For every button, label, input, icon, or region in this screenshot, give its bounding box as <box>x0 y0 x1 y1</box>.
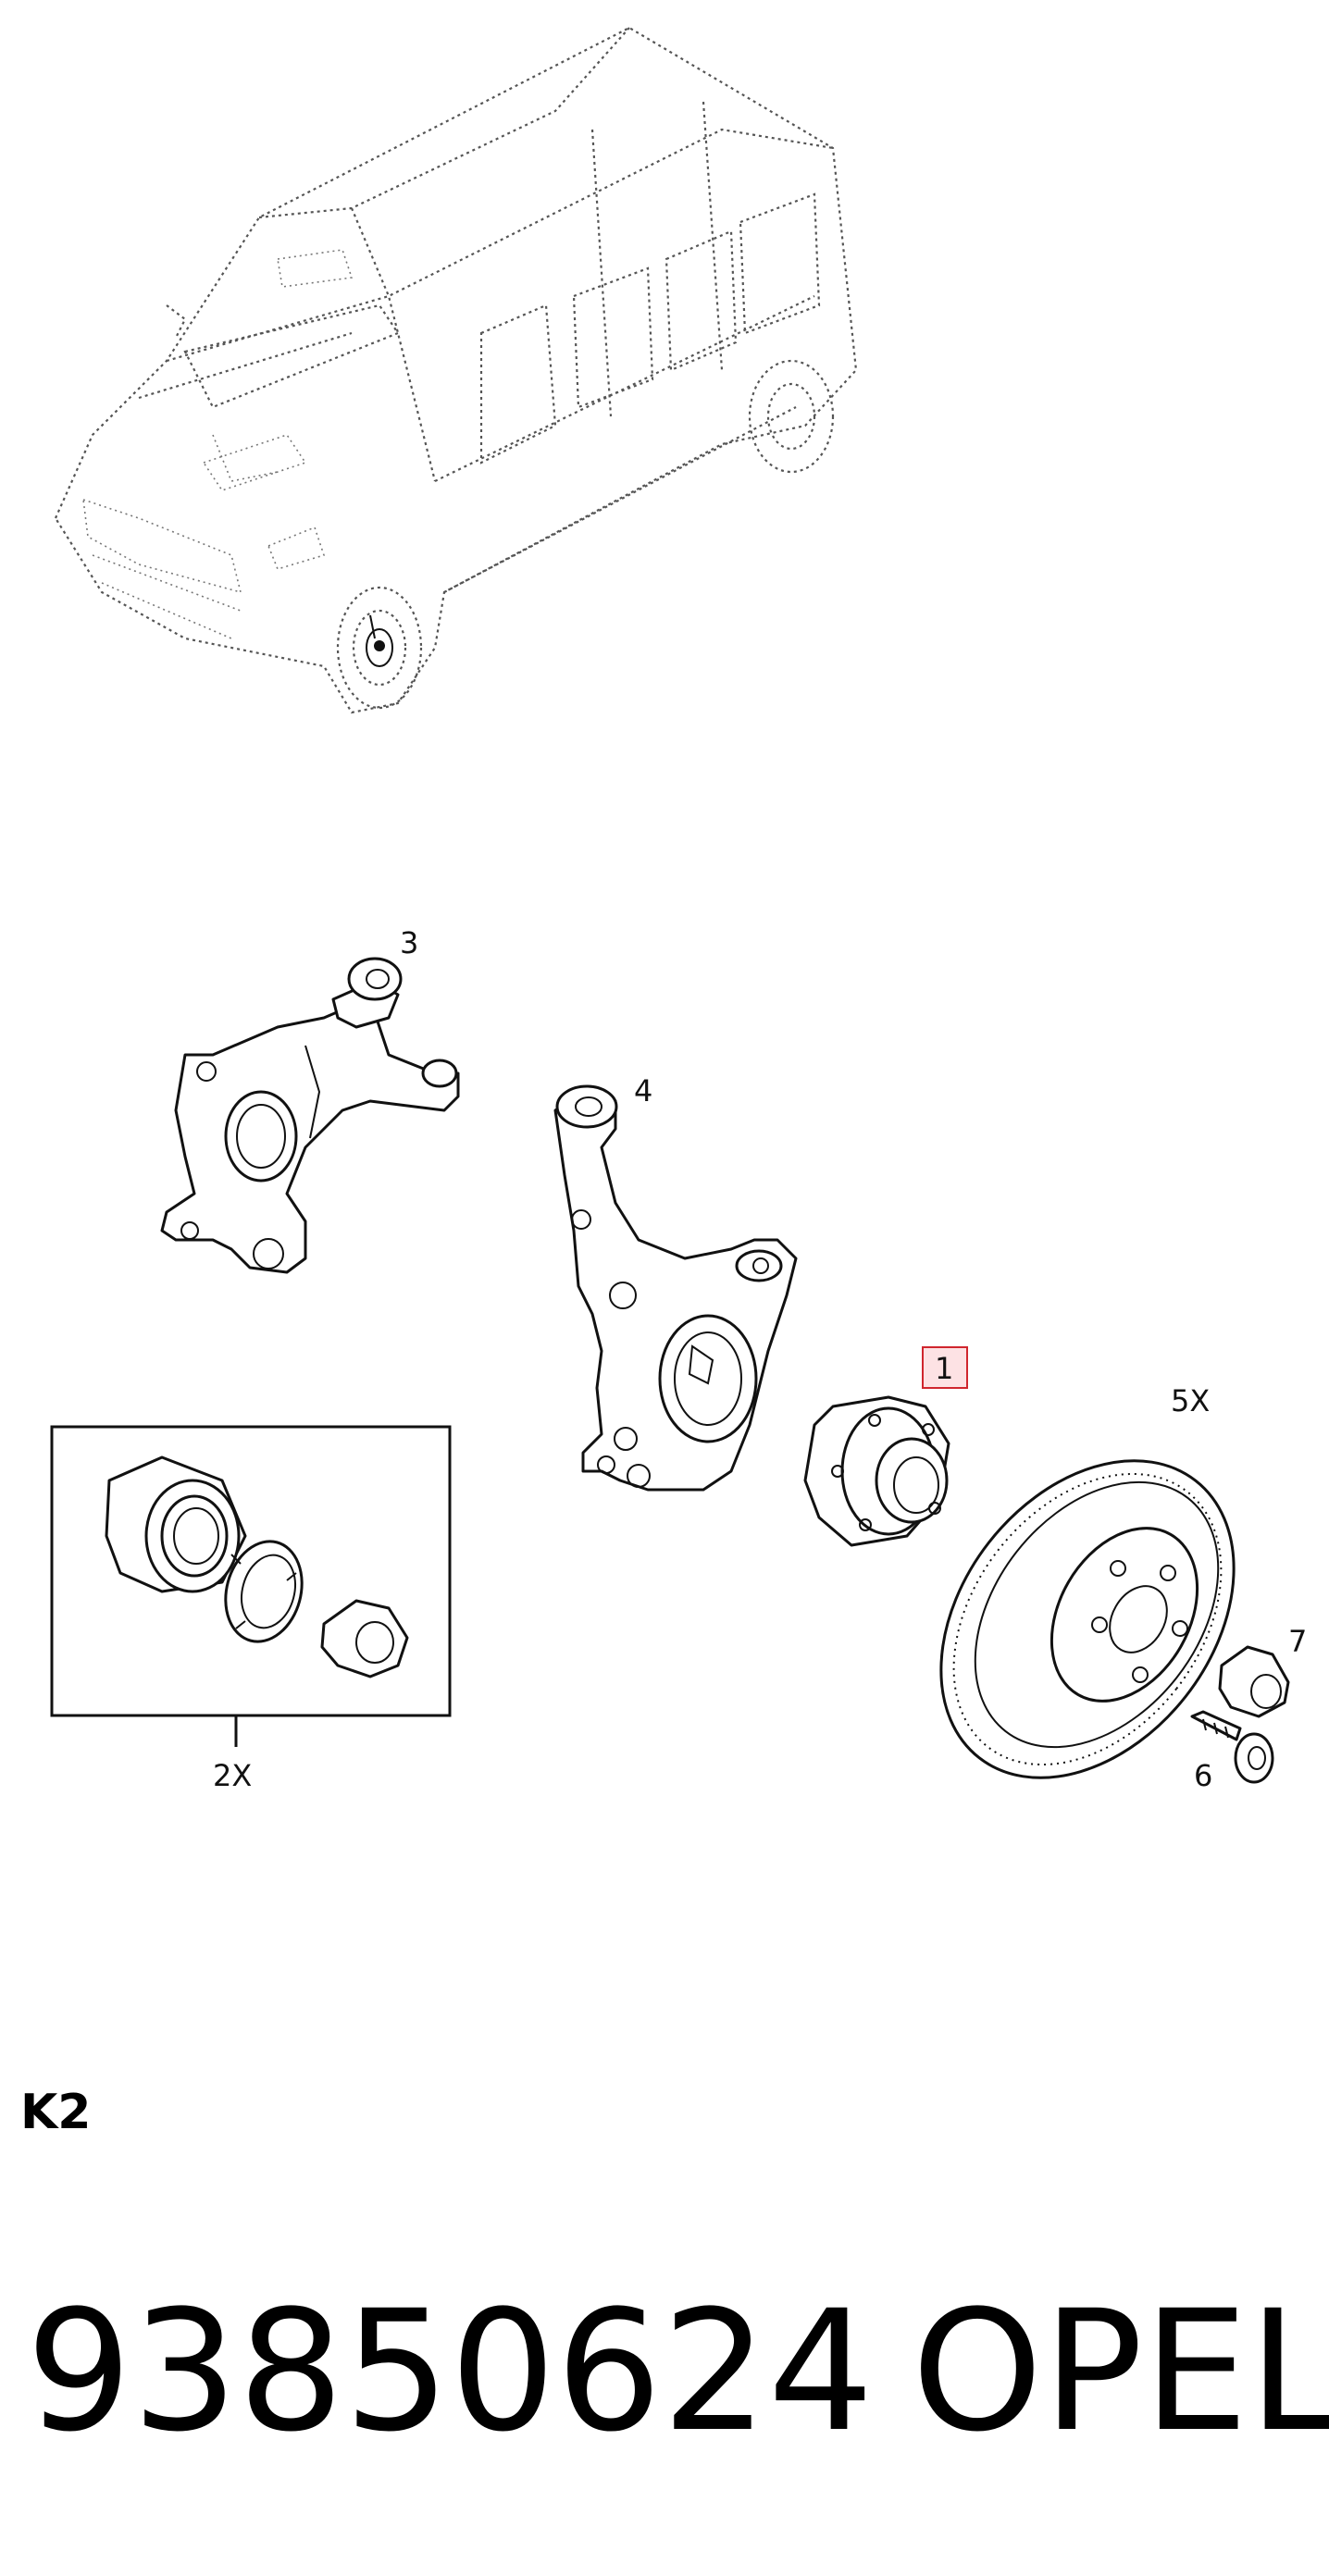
callout-2[interactable]: 2X <box>213 1758 252 1793</box>
part-5-brake-disc[interactable]: 5X <box>881 1383 1295 1835</box>
part-2-bearing-kit[interactable]: 2X <box>50 1425 452 1793</box>
part-1-wheel-hub[interactable]: 1 <box>803 1346 968 1547</box>
callout-4[interactable]: 4 <box>634 1073 652 1108</box>
part-3-knuckle[interactable]: 3 <box>160 925 460 1274</box>
part-number: 93850624 <box>26 2275 874 2469</box>
callout-1-box <box>922 1346 968 1389</box>
callout-6[interactable]: 6 <box>1194 1758 1212 1793</box>
brand-name: OPEL <box>912 2275 1329 2469</box>
callout-1[interactable]: 1 <box>935 1351 953 1386</box>
part-6-bolt[interactable]: 6 <box>1190 1710 1274 1793</box>
kit-frame <box>50 1425 452 1717</box>
van-illustration <box>54 26 858 714</box>
part-4-knuckle[interactable]: 4 <box>553 1073 798 1492</box>
section-code: K2 <box>20 2085 91 2140</box>
callout-7[interactable]: 7 <box>1288 1624 1307 1659</box>
callout-3[interactable]: 3 <box>400 925 418 960</box>
part-7-nut[interactable]: 7 <box>1218 1624 1307 1718</box>
callout-5[interactable]: 5X <box>1171 1383 1210 1418</box>
